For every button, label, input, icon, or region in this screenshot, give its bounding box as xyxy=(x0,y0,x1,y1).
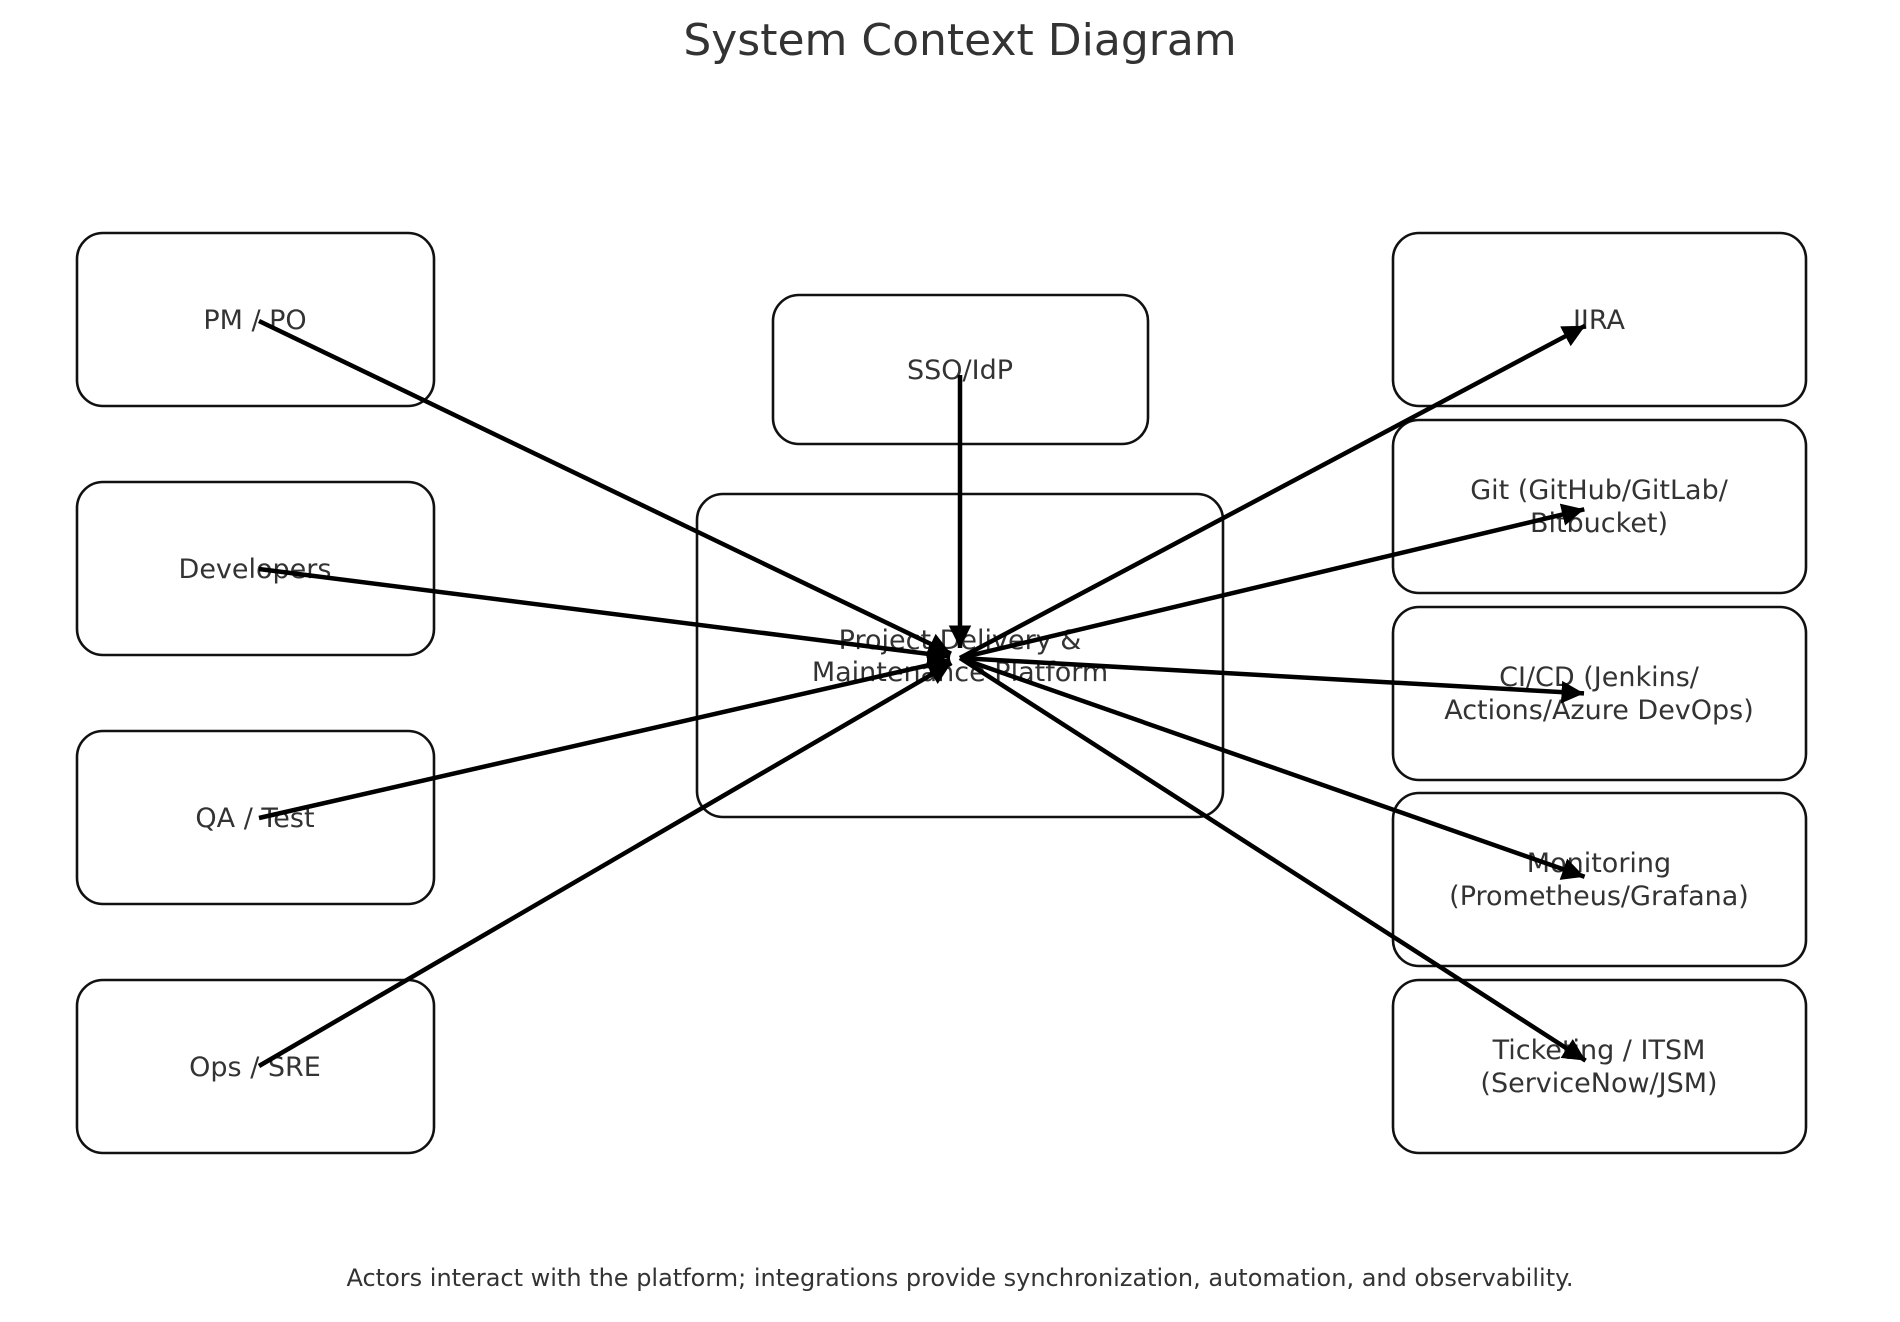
node-label-ops: Ops / SRE xyxy=(189,1052,321,1083)
diagram-title: System Context Diagram xyxy=(683,15,1236,66)
node-box-qa xyxy=(75,729,436,906)
node-box-cicd xyxy=(1391,605,1808,782)
node-boxes xyxy=(75,231,1808,1155)
edges xyxy=(257,318,1587,1068)
edge-dev-to-center xyxy=(258,566,951,666)
node-box-monitoring xyxy=(1391,791,1808,968)
edge-center-to-jira xyxy=(958,323,1587,660)
node-label-git-line-1: Git (GitHub/GitLab/ xyxy=(1470,475,1729,506)
diagram-caption: Actors interact with the platform; integ… xyxy=(346,1264,1573,1292)
node-label-ticketing-line-2: (ServiceNow/JSM) xyxy=(1480,1068,1717,1099)
edge-center-to-cicd xyxy=(959,655,1585,704)
edge-ops-to-center xyxy=(257,661,953,1068)
node-box-git xyxy=(1391,418,1808,595)
node-box-ticketing xyxy=(1391,978,1808,1155)
edge-pm-to-center xyxy=(258,318,952,656)
edge-qa-to-center xyxy=(258,654,951,821)
node-box-dev xyxy=(75,480,436,657)
edge-center-to-git xyxy=(959,503,1585,661)
node-label-cicd-line-1: CI/CD (Jenkins/ xyxy=(1499,662,1700,693)
node-box-jira xyxy=(1391,231,1808,408)
node-label-cicd-line-2: Actions/Azure DevOps) xyxy=(1444,695,1754,726)
edge-center-to-ticketing xyxy=(958,656,1587,1063)
node-label-ticketing-line-1: Ticketing / ITSM xyxy=(1492,1035,1706,1066)
edge-center-to-monitoring xyxy=(959,655,1586,880)
node-label-pm: PM / PO xyxy=(203,305,306,336)
node-box-ops xyxy=(75,978,436,1155)
node-label-dev: Developers xyxy=(179,554,332,585)
node-label-git-line-2: Bitbucket) xyxy=(1530,508,1668,539)
node-label-monitoring-line-2: (Prometheus/Grafana) xyxy=(1449,881,1749,912)
